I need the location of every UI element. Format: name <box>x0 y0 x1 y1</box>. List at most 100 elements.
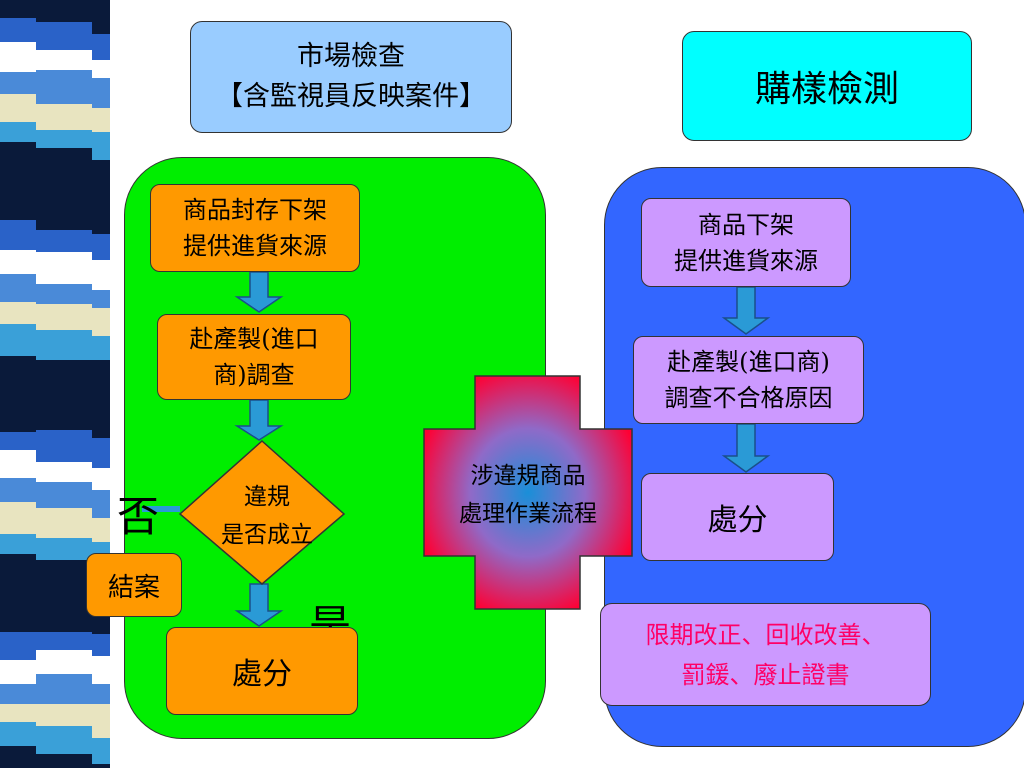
center-line2: 處理作業流程 <box>459 501 597 527</box>
stripe-segment <box>0 274 36 302</box>
left-penalty-text: 處分 <box>232 657 292 692</box>
stripe-segment <box>0 478 36 502</box>
stripe-segment <box>0 202 36 220</box>
stripe-segment <box>36 674 92 704</box>
stripe-segment <box>92 78 110 108</box>
stripe-segment <box>36 560 92 588</box>
right-step-investigate: 赴產製(進口商) 調查不合格原因 <box>633 336 864 424</box>
stripe-segment <box>92 260 110 290</box>
stripe-segment <box>0 534 36 554</box>
stripe-segment <box>36 22 92 50</box>
stripe-segment <box>92 290 110 308</box>
stripe-segment <box>0 746 36 768</box>
stripe-segment <box>92 308 110 336</box>
stripe-segment <box>0 122 36 142</box>
stripe-segment <box>92 160 110 182</box>
stripe-segment <box>0 18 36 42</box>
stripe-segment <box>92 412 110 438</box>
stripe-segment <box>36 104 92 130</box>
stripe-segment <box>92 336 110 360</box>
stripe-segment <box>92 132 110 160</box>
right-step1-line1: 商品下架 <box>698 210 794 239</box>
stripe-segment <box>36 360 92 378</box>
stripe-segment <box>92 234 110 260</box>
step-seal-line1: 商品封存下架 <box>183 196 327 224</box>
close-case-box: 結案 <box>86 553 182 617</box>
stripe-segment <box>36 406 92 430</box>
stripe-segment <box>36 726 92 754</box>
step-seal-line2: 提供進貨來源 <box>183 232 327 260</box>
stripe-segment <box>0 376 36 402</box>
stripe-segment <box>36 230 92 252</box>
stripe-segment <box>92 468 110 490</box>
stripe-segment <box>36 178 92 202</box>
stripe-segment <box>36 538 92 560</box>
decision-label: 違規 是否成立 <box>192 474 342 558</box>
step-investigate-manufacturer: 赴產製(進口 商)調查 <box>157 314 351 400</box>
stripe-segment <box>36 130 92 148</box>
stripe-segment <box>36 202 92 230</box>
stripe-segment <box>36 430 92 462</box>
stripe-segment <box>0 42 36 72</box>
stripe-segment <box>92 684 110 704</box>
stripe-segment <box>36 482 92 508</box>
right-step1-line2: 提供進貨來源 <box>674 246 818 275</box>
stripe-segment <box>0 356 36 376</box>
stripe-segment <box>0 302 36 324</box>
stripe-segment <box>92 738 110 764</box>
stripe-segment <box>36 0 92 22</box>
no-label-text: 否 <box>116 491 159 541</box>
stripe-segment <box>36 70 92 104</box>
stripe-segment <box>92 60 110 78</box>
decision-diamond <box>178 439 346 585</box>
right-step2-line2: 調查不合格原因 <box>664 384 833 412</box>
stripe-segment <box>36 378 92 406</box>
close-case-text: 結案 <box>107 572 160 603</box>
stripe-segment <box>0 684 36 704</box>
market-inspection-subtitle: 【含監視員反映案件】 <box>216 81 486 112</box>
actions-line2: 罰鍰、廢止證書 <box>681 660 850 689</box>
stripe-segment <box>0 324 36 356</box>
right-penalty-box: 處分 <box>641 473 834 561</box>
stripe-segment <box>36 462 92 482</box>
down-arrow-2 <box>234 399 284 441</box>
down-arrow-3 <box>234 583 284 627</box>
right-down-arrow-1 <box>721 286 771 335</box>
down-arrow-1 <box>234 271 284 313</box>
right-penalty-text: 處分 <box>707 503 768 538</box>
stripe-segment <box>0 450 36 478</box>
stripe-segment <box>92 360 110 392</box>
no-label: 否 <box>112 487 164 541</box>
stripe-segment <box>36 612 92 632</box>
stripe-segment <box>92 438 110 468</box>
step-investigate-line2: 商)調查 <box>213 361 295 389</box>
stripe-segment <box>92 490 110 518</box>
stripe-segment <box>0 402 36 432</box>
decision-line1: 違規 <box>244 484 290 510</box>
stripe-segment <box>36 330 92 360</box>
sample-testing-title: 購樣檢測 <box>754 69 899 110</box>
center-cross <box>423 375 633 610</box>
stripe-segment <box>0 502 36 534</box>
left-penalty-box: 處分 <box>166 627 358 715</box>
stripe-segment <box>0 610 36 632</box>
actions-line1: 限期改正、回收改善、 <box>645 620 886 649</box>
stripe-segment <box>0 554 36 580</box>
decision-line2: 是否成立 <box>221 522 313 548</box>
market-inspection-title: 市場檢查 <box>297 41 405 72</box>
stripe-segment <box>0 176 36 202</box>
stripe-segment <box>36 650 92 674</box>
stripe-segment <box>36 148 92 178</box>
right-step-remove: 商品下架 提供進貨來源 <box>641 198 851 287</box>
stripe-segment <box>92 34 110 60</box>
stripe-segment <box>36 252 92 284</box>
stripe-segment <box>0 632 36 660</box>
stripe-segment <box>36 50 92 70</box>
decorative-stripe-bar <box>0 0 110 768</box>
stripe-segment <box>92 764 110 768</box>
stripe-segment <box>92 0 110 34</box>
stripe-segment <box>92 704 110 738</box>
corrective-actions-box: 限期改正、回收改善、 罰鍰、廢止證書 <box>600 603 931 706</box>
stripe-segment <box>36 508 92 538</box>
stripe-segment <box>36 284 92 304</box>
